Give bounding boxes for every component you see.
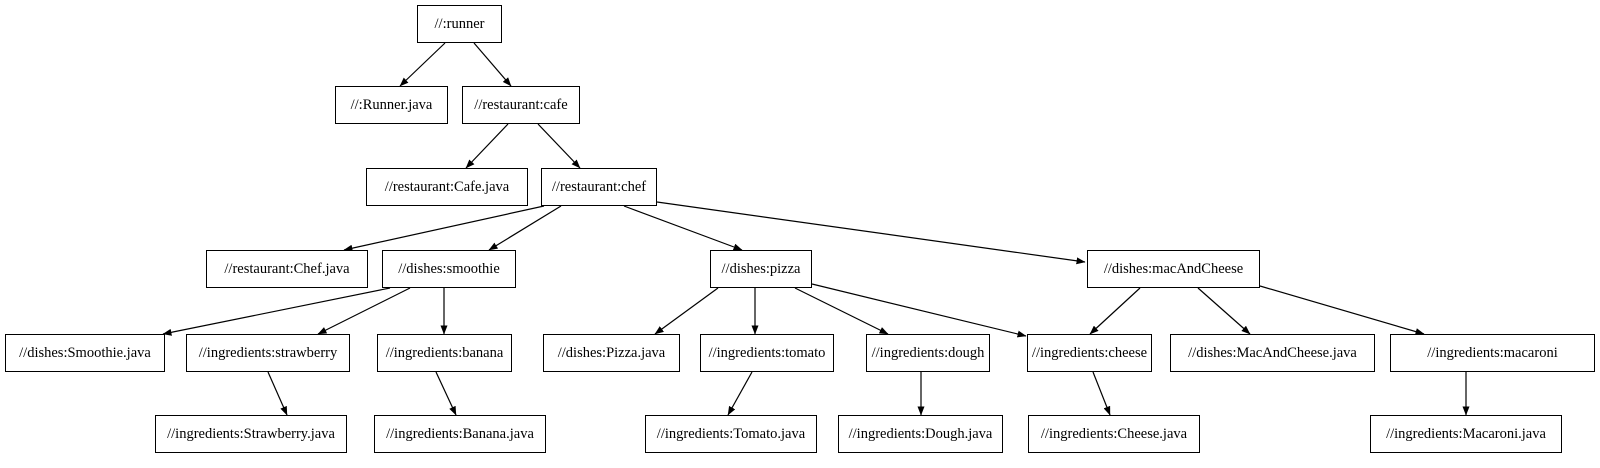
- graph-node-cheese[interactable]: //ingredients:cheese: [1027, 334, 1152, 372]
- graph-edge-tomato-to-tomato_java: [727, 371, 753, 416]
- graph-node-macaroni[interactable]: //ingredients:macaroni: [1390, 334, 1595, 372]
- graph-edge-runner-to-runner_java: [399, 42, 446, 87]
- graph-node-macandcheese[interactable]: //dishes:macAndCheese: [1087, 250, 1260, 288]
- graph-node-tomato_java[interactable]: //ingredients:Tomato.java: [645, 415, 817, 453]
- graph-node-smoothie[interactable]: //dishes:smoothie: [382, 250, 516, 288]
- graph-node-macaroni_java[interactable]: //ingredients:Macaroni.java: [1370, 415, 1562, 453]
- graph-edge-macandcheese-to-cheese: [1089, 287, 1141, 335]
- graph-node-cafe[interactable]: //restaurant:cafe: [462, 86, 580, 124]
- graph-node-dough[interactable]: //ingredients:dough: [866, 334, 990, 372]
- graph-node-chef[interactable]: //restaurant:chef: [541, 168, 657, 206]
- graph-node-strawberry_java[interactable]: //ingredients:Strawberry.java: [155, 415, 347, 453]
- graph-node-macandcheese_java[interactable]: //dishes:MacAndCheese.java: [1170, 334, 1375, 372]
- graph-node-smoothie_java[interactable]: //dishes:Smoothie.java: [5, 334, 165, 372]
- graph-edge-banana-to-banana_java: [435, 371, 457, 416]
- graph-node-cheese_java[interactable]: //ingredients:Cheese.java: [1028, 415, 1200, 453]
- graph-edge-cafe-to-cafe_java: [465, 123, 509, 169]
- graph-edge-pizza-to-dough: [794, 287, 889, 335]
- graph-node-cafe_java[interactable]: //restaurant:Cafe.java: [366, 168, 528, 206]
- graph-node-chef_java[interactable]: //restaurant:Chef.java: [206, 250, 368, 288]
- graph-node-pizza_java[interactable]: //dishes:Pizza.java: [543, 334, 680, 372]
- graph-edge-macandcheese-to-macaroni: [1259, 285, 1425, 335]
- graph-edge-smoothie-to-smoothie_java: [162, 287, 391, 336]
- graph-edge-pizza-to-pizza_java: [654, 287, 719, 335]
- graph-node-runner_java[interactable]: //:Runner.java: [335, 86, 448, 124]
- graph-node-runner[interactable]: //:runner: [417, 5, 502, 43]
- graph-node-banana_java[interactable]: //ingredients:Banana.java: [374, 415, 546, 453]
- graph-node-pizza[interactable]: //dishes:pizza: [710, 250, 812, 288]
- graph-node-banana[interactable]: //ingredients:banana: [377, 334, 512, 372]
- graph-edge-chef-to-smoothie: [488, 205, 562, 251]
- graph-edge-strawberry-to-strawberry_java: [267, 371, 288, 416]
- graph-edge-cafe-to-chef: [537, 123, 581, 169]
- graph-node-dough_java[interactable]: //ingredients:Dough.java: [838, 415, 1003, 453]
- graph-edge-pizza-to-cheese: [811, 283, 1027, 338]
- graph-edge-smoothie-to-strawberry: [317, 287, 411, 335]
- graph-edge-cheese-to-cheese_java: [1092, 371, 1111, 416]
- graph-edge-chef-to-pizza: [623, 205, 743, 251]
- graph-edge-runner-to-cafe: [473, 42, 512, 87]
- graph-edge-chef-to-chef_java: [343, 205, 545, 252]
- graph-edge-macandcheese-to-macandcheese_java: [1197, 287, 1251, 335]
- graph-node-tomato[interactable]: //ingredients:tomato: [700, 334, 834, 372]
- graph-node-strawberry[interactable]: //ingredients:strawberry: [186, 334, 350, 372]
